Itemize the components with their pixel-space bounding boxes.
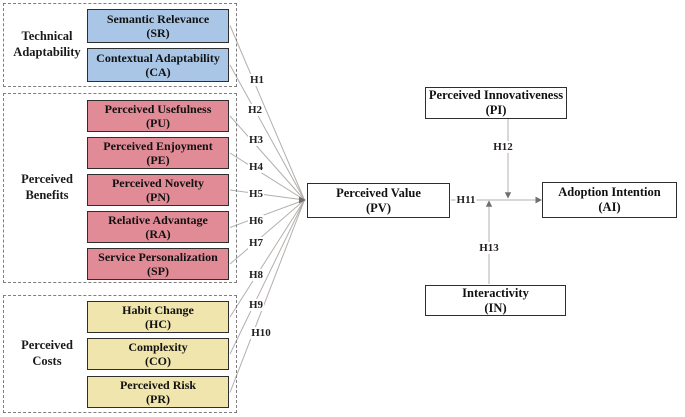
construct-abbr: (AI) (598, 200, 621, 214)
construct-box-pu: Perceived Usefulness (PU) (87, 100, 229, 132)
construct-abbr: (PE) (146, 153, 170, 167)
arrowhead-h12-down (504, 192, 512, 199)
construct-name: Semantic Relevance (106, 11, 210, 26)
hypothesis-label-h9: H9 (247, 298, 265, 312)
construct-name: Adoption Intention (558, 185, 661, 199)
path-h6-line (229, 199, 305, 228)
construct-name: Relative Advantage (108, 212, 208, 227)
hypothesis-label-h6: H6 (247, 214, 265, 228)
hypothesis-label-h10: H10 (250, 326, 272, 340)
construct-box-pn: Perceived Novelty (PN) (87, 174, 229, 206)
path-h5-line (229, 189, 305, 201)
construct-name: Service Personalization (98, 249, 218, 264)
construct-abbr: (IN) (484, 300, 507, 315)
construct-name: Complexity (128, 339, 188, 354)
construct-box-in: Interactivity (IN) (425, 285, 566, 316)
hypothesis-label-h7: H7 (247, 236, 265, 250)
path-h9-line (229, 199, 305, 355)
construct-box-sp: Service Personalization (SP) (87, 248, 229, 280)
hypothesis-label-h4: H4 (247, 160, 265, 174)
construct-name: Perceived Enjoyment (103, 138, 213, 153)
construct-name: Interactivity (462, 285, 529, 300)
construct-name: Perceived Usefulness (104, 101, 212, 116)
construct-abbr: (PR) (146, 392, 170, 406)
construct-abbr: (PV) (366, 200, 391, 215)
construct-name: Perceived Risk (119, 377, 197, 392)
hypothesis-label-h1: H1 (248, 73, 266, 87)
arrowhead-into-ai (535, 196, 542, 204)
arrowhead-into-pv (299, 196, 306, 204)
construct-box-pi: Perceived Innovativeness (PI) (425, 87, 567, 119)
arrowhead-h13-up (485, 200, 493, 207)
hypothesis-label-h2: H2 (246, 103, 264, 117)
construct-abbr: (HC) (145, 317, 171, 331)
hypothesis-label-h12: H12 (492, 140, 514, 154)
construct-box-ca: Contextual Adaptability (CA) (87, 48, 229, 82)
path-h3-line (229, 115, 305, 201)
group-label-technical-adaptability: Technical Adaptability (13, 29, 81, 59)
construct-abbr: (SP) (147, 264, 169, 278)
group-label-perceived-benefits: Perceived Benefits (21, 172, 73, 202)
hypothesis-label-h13: H13 (478, 241, 500, 255)
path-h4-line (229, 152, 305, 201)
hypothesis-label-h11: H11 (455, 193, 477, 207)
construct-abbr: (PI) (485, 103, 507, 117)
construct-abbr: (PU) (146, 116, 170, 130)
group-label-perceived-costs: Perceived Costs (21, 338, 73, 368)
construct-abbr: (CO) (145, 354, 171, 368)
construct-name: Habit Change (122, 302, 194, 317)
construct-abbr: (SR) (146, 26, 170, 40)
path-h2-line (229, 64, 305, 201)
construct-name: Perceived Innovativeness (428, 88, 564, 102)
construct-box-pr: Perceived Risk (PR) (87, 376, 229, 408)
construct-abbr: (PN) (146, 190, 170, 204)
construct-abbr: (CA) (145, 65, 171, 79)
construct-box-pe: Perceived Enjoyment (PE) (87, 137, 229, 169)
group-frame-perceived-costs (3, 295, 237, 413)
construct-name: Perceived Value (336, 185, 421, 200)
construct-box-ra: Relative Advantage (RA) (87, 211, 229, 243)
group-frame-perceived-benefits (3, 93, 237, 283)
construct-name: Contextual Adaptability (96, 50, 220, 65)
group-frame-technical-adaptability (3, 3, 237, 87)
hypothesis-label-h3: H3 (247, 133, 265, 147)
construct-abbr: (RA) (145, 227, 171, 241)
construct-box-sr: Semantic Relevance (SR) (87, 9, 229, 43)
construct-box-pv: Perceived Value (PV) (307, 183, 450, 218)
construct-box-hc: Habit Change (HC) (87, 301, 229, 333)
hypothesis-label-h8: H8 (247, 268, 265, 282)
hypothesis-label-h5: H5 (247, 187, 265, 201)
path-h8-line (229, 199, 305, 318)
path-h7-line (229, 199, 305, 265)
path-h1-line (229, 25, 305, 201)
construct-name: Perceived Novelty (111, 175, 205, 190)
construct-box-co: Complexity (CO) (87, 338, 229, 370)
construct-box-ai: Adoption Intention (AI) (542, 182, 677, 218)
path-h10-line (229, 199, 305, 393)
